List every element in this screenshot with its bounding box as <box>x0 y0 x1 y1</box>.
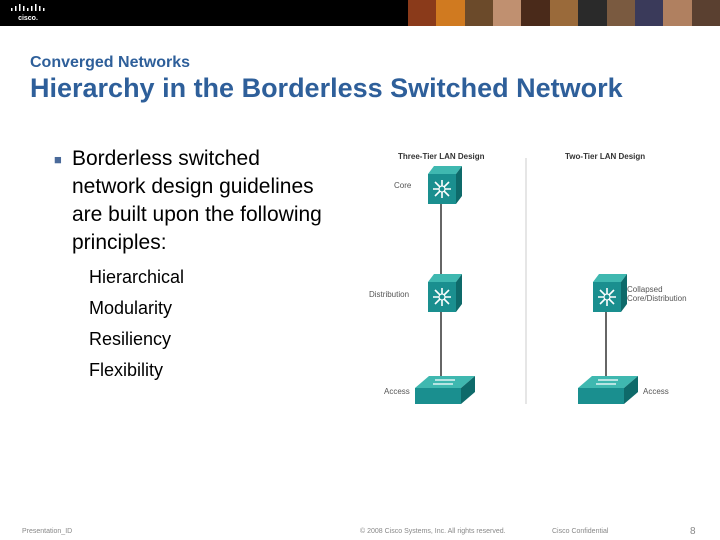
footer-presentation-id: Presentation_ID <box>22 528 72 535</box>
core-label: Core <box>394 181 412 190</box>
photo-tile <box>692 0 720 26</box>
photo-tile <box>607 0 635 26</box>
bullet-line: principles: <box>72 229 364 257</box>
footer-confidential: Cisco Confidential <box>552 528 608 535</box>
access-switch-icon-left <box>415 376 475 404</box>
collapsed-switch-icon <box>593 274 627 312</box>
bullet-line: Borderless switched <box>72 145 364 173</box>
principles-list: Hierarchical Modularity Resiliency Flexi… <box>89 262 184 386</box>
bullet-square-icon: ■ <box>54 152 62 167</box>
distribution-switch-icon <box>428 274 462 312</box>
principle-item: Flexibility <box>89 355 184 386</box>
cisco-logo: cisco. <box>8 3 48 23</box>
bullet-line: are built upon the following <box>72 201 364 229</box>
collapsed-label-line2: Core/Distribution <box>627 294 687 303</box>
photo-tile <box>663 0 691 26</box>
photo-tile <box>493 0 521 26</box>
page-number: 8 <box>690 526 696 537</box>
main-bullet: ■ Borderless switched network design gui… <box>54 145 364 257</box>
photo-strip <box>408 0 720 26</box>
header-bar: cisco. <box>0 0 720 26</box>
three-tier-title: Three-Tier LAN Design <box>398 152 485 161</box>
photo-tile <box>408 0 436 26</box>
distribution-label: Distribution <box>369 290 409 299</box>
photo-tile <box>635 0 663 26</box>
logo-text: cisco. <box>18 15 38 22</box>
photo-tile <box>521 0 549 26</box>
principle-item: Resiliency <box>89 324 184 355</box>
two-tier-title: Two-Tier LAN Design <box>565 152 645 161</box>
photo-tile <box>436 0 464 26</box>
slide-subtitle: Converged Networks <box>30 54 190 72</box>
principle-item: Hierarchical <box>89 262 184 293</box>
bullet-line: network design guidelines <box>72 173 364 201</box>
slide-title: Hierarchy in the Borderless Switched Net… <box>30 73 623 104</box>
photo-tile <box>465 0 493 26</box>
core-switch-icon <box>428 166 462 204</box>
photo-tile <box>550 0 578 26</box>
lan-design-diagram: Three-Tier LAN Design Two-Tier LAN Desig… <box>360 140 720 420</box>
footer-copyright: © 2008 Cisco Systems, Inc. All rights re… <box>360 528 506 535</box>
collapsed-label-line1: Collapsed <box>627 285 663 294</box>
access-label-left: Access <box>384 387 410 396</box>
access-switch-icon-right <box>578 376 638 404</box>
access-label-right: Access <box>643 387 669 396</box>
photo-tile <box>578 0 606 26</box>
principle-item: Modularity <box>89 293 184 324</box>
bullet-text: Borderless switched network design guide… <box>72 145 364 257</box>
